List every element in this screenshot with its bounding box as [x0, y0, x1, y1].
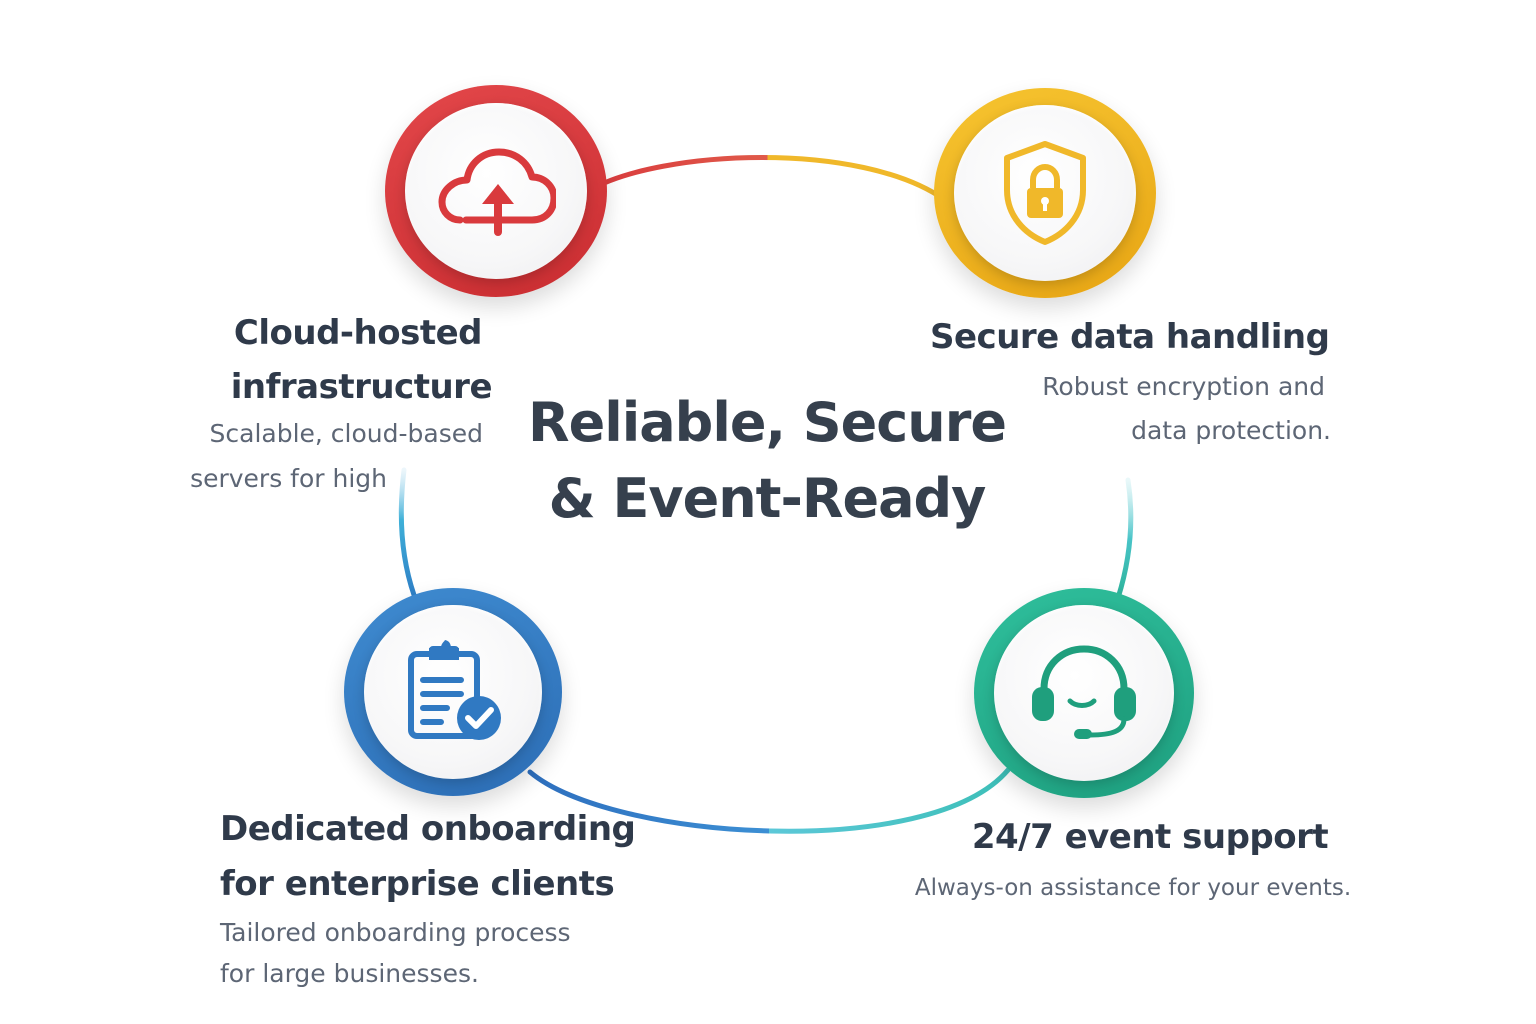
support-desc: Always-on assistance for your events. [914, 875, 1352, 901]
cloud-upload-icon [438, 148, 556, 236]
ring-segment-right [1115, 477, 1134, 601]
secure-desc-line1: Robust encryption and [1042, 372, 1325, 401]
secure-node [934, 88, 1156, 298]
ring-segment-left [398, 467, 417, 598]
support-node [974, 588, 1194, 798]
cloud-title-line1: Cloud-hosted [233, 313, 483, 353]
support-title: 24/7 event support [971, 817, 1329, 857]
shield-lock-icon [1004, 141, 1086, 245]
secure-desc-line2: data protection. [1131, 416, 1331, 445]
onboarding-title-line1: Dedicated onboarding [220, 809, 636, 849]
center-heading-line1: Reliable, Secure [528, 391, 1007, 454]
ring-segment-bottom [527, 767, 1011, 834]
cloud-desc-line2: servers for high [190, 464, 387, 493]
center-heading: Reliable, Secure & Event-Ready [520, 385, 1014, 537]
clipboard-check-icon [408, 640, 501, 740]
cloud-title-line2: infrastructure [230, 367, 493, 407]
onboarding-node [344, 588, 562, 796]
secure-node-face [954, 105, 1136, 281]
center-heading-line2: & Event-Ready [548, 467, 987, 530]
headset-icon [1032, 645, 1136, 739]
onboarding-desc-line1: Tailored onboarding process [220, 918, 571, 947]
support-node-face [994, 605, 1174, 781]
cloud-node-face [405, 103, 587, 279]
onboarding-node-face [364, 605, 542, 779]
secure-title: Secure data handling [930, 317, 1330, 357]
cloud-desc-line1: Scalable, cloud-based [209, 419, 483, 448]
onboarding-title-line2: for enterprise clients [220, 864, 615, 904]
onboarding-desc-line2: for large businesses. [220, 959, 479, 988]
cloud-node [385, 85, 607, 297]
ring-segment-top [587, 155, 948, 203]
